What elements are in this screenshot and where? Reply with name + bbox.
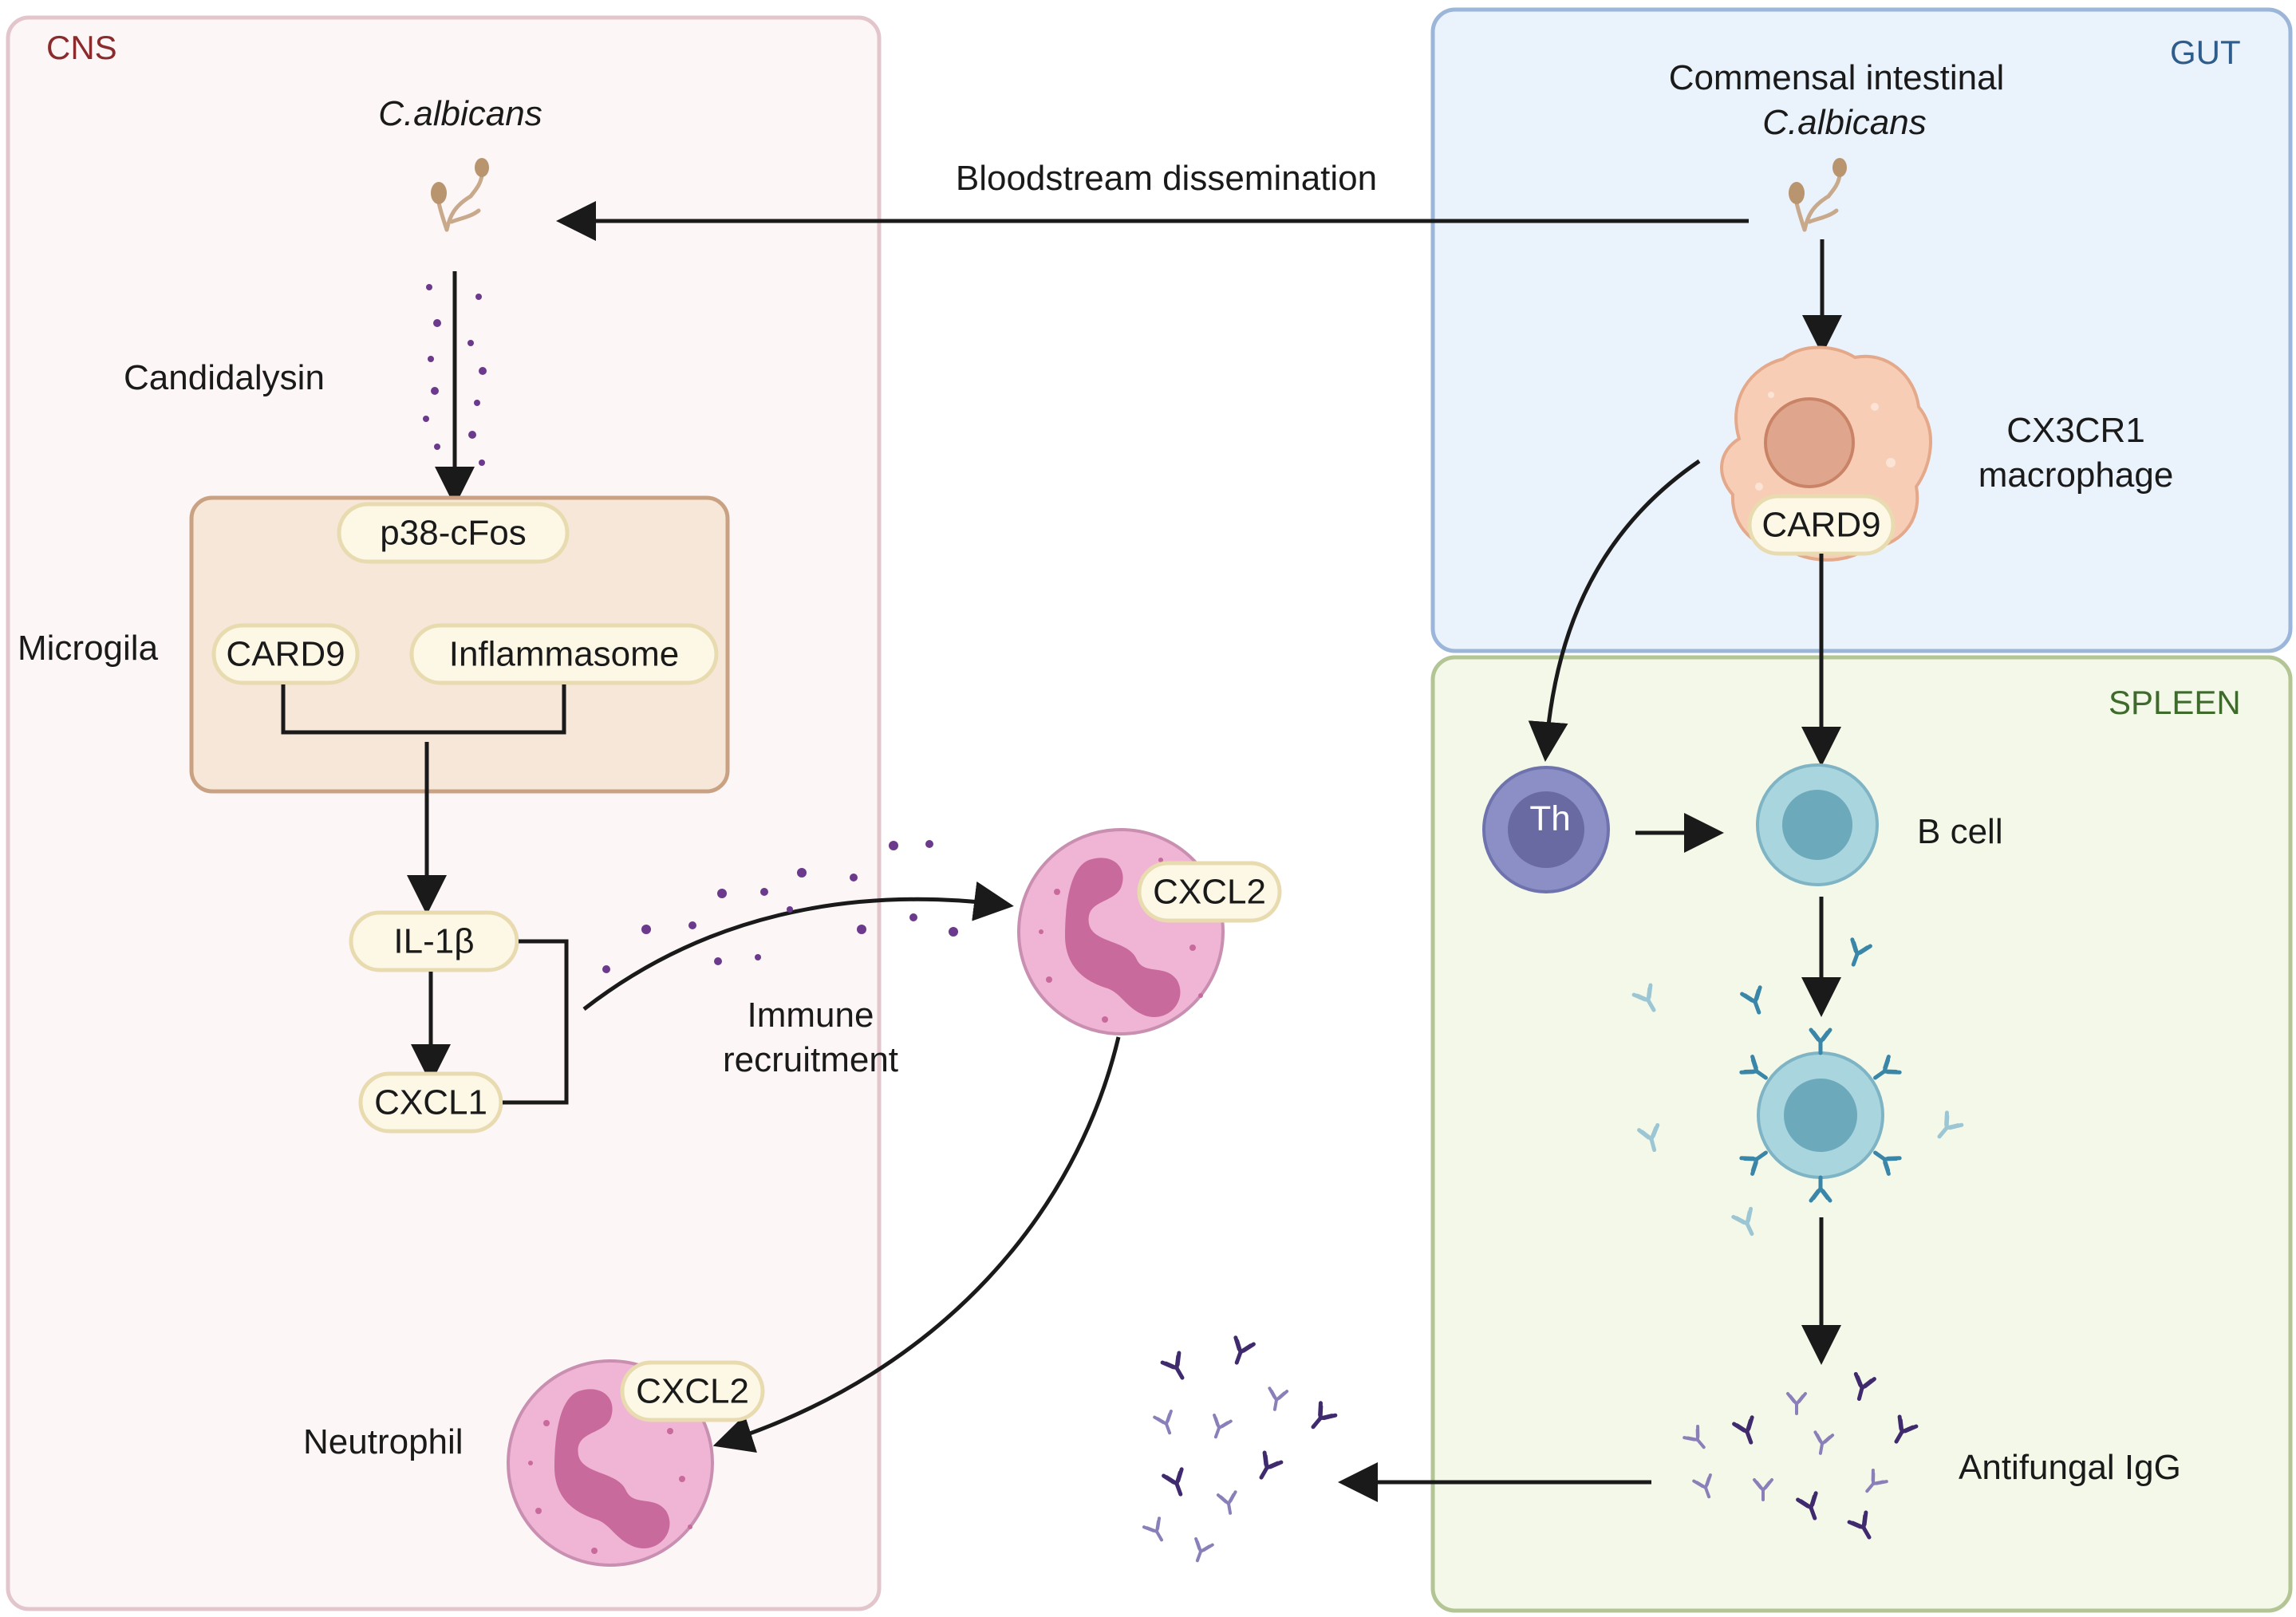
recruitment-label-line1: Immune	[748, 996, 874, 1035]
cns-pathogen-label: C.albicans	[378, 94, 542, 133]
cxcl2-pill-b	[620, 1360, 765, 1422]
cns-panel	[6, 15, 882, 1611]
plasma-cell-icon	[1742, 1030, 1900, 1201]
microglia-join-bracket	[281, 684, 566, 735]
cxcl2-label-a: CXCL2	[1153, 873, 1266, 912]
cxcl1-label: CXCL1	[374, 1083, 487, 1122]
p38-label: p38-cFos	[380, 514, 526, 553]
macrophage-label-line1: CX3CR1	[2006, 411, 2145, 450]
cytokine-bracket	[503, 939, 569, 1105]
chemokine-particles	[602, 840, 958, 973]
gut-panel	[1430, 7, 2293, 653]
gut-pathogen-label-line1: Commensal intestinal	[1669, 58, 2005, 97]
cxcl2-pill-a	[1137, 861, 1282, 923]
p38-pill	[337, 502, 570, 564]
th-cell-icon	[1482, 766, 1610, 893]
gut-region-label: GUT	[2170, 34, 2241, 71]
cns-region-label: CNS	[46, 29, 117, 66]
cns-card9-label: CARD9	[226, 635, 345, 674]
macrophage-to-th-arrow	[1528, 459, 1701, 762]
toxin-particles	[423, 284, 487, 466]
cxcl2-label-b: CXCL2	[636, 1372, 749, 1411]
microglia-label: Microgila	[18, 629, 159, 668]
neutrophil-label: Neutrophil	[303, 1422, 464, 1461]
bcell-icon	[1756, 763, 1879, 886]
bcell-label: B cell	[1917, 812, 2003, 851]
migration-arrow	[712, 1036, 1121, 1453]
recruitment-arrow	[582, 881, 1014, 1011]
gut-card9-label: CARD9	[1761, 506, 1880, 545]
dissemination-label: Bloodstream dissemination	[956, 159, 1377, 198]
recruited-neutrophil-icon	[1017, 828, 1225, 1035]
spleen-region-label: SPLEEN	[2109, 684, 2241, 721]
igg-label: Antifungal IgG	[1959, 1448, 2181, 1487]
released-igg-icon	[1142, 1338, 1335, 1566]
gut-pathogen-label-line2: C.albicans	[1762, 103, 1926, 142]
candidalysin-label: Candidalysin	[124, 358, 325, 397]
il1b-label: IL-1β	[393, 922, 474, 961]
inflammasome-pill	[409, 623, 719, 685]
recruitment-label-line2: recruitment	[723, 1040, 898, 1079]
il1b-pill	[349, 910, 519, 972]
macrophage-label-line2: macrophage	[1978, 456, 2174, 495]
cns-card9-pill	[211, 623, 360, 685]
cxcl1-pill	[358, 1071, 503, 1134]
inflammasome-label: Inflammasome	[449, 635, 680, 674]
th-label: Th	[1529, 799, 1570, 838]
